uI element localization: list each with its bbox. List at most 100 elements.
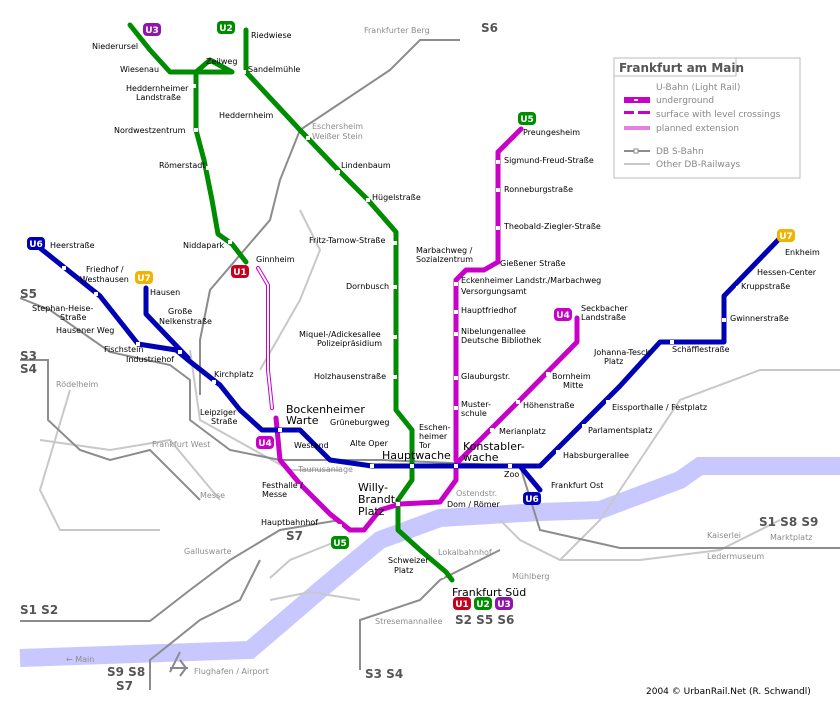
sbahn-line-label: S3 S4 bbox=[365, 667, 403, 681]
station-label: Fischstein bbox=[104, 345, 143, 354]
line-badge-label: U1 bbox=[233, 268, 247, 278]
station-label: Versorgungsamt bbox=[461, 287, 527, 296]
station-label: Große bbox=[168, 307, 192, 316]
line-badge-u6: U6 bbox=[523, 492, 541, 505]
legend: Frankfurt am Main U-Bahn (Light Rail) un… bbox=[613, 57, 801, 179]
line-badge-label: U2 bbox=[219, 24, 233, 34]
line-badge-u5: U5 bbox=[518, 112, 536, 125]
station-label-major: wache bbox=[463, 451, 499, 464]
station-label: Leipziger bbox=[200, 408, 237, 417]
station-label: Fritz-Tarnow-Straße bbox=[309, 236, 385, 245]
station-label-major: Platz bbox=[358, 505, 385, 518]
station-label: Heddernheimer bbox=[126, 84, 189, 93]
station-label: Zeilweg bbox=[206, 57, 237, 66]
line-badge-label: U5 bbox=[520, 115, 534, 125]
station-label: Sigmund-Freud-Straße bbox=[504, 156, 594, 165]
line-badge-u2: U2 bbox=[474, 597, 492, 610]
station-label: Miquel-/Adickesallee bbox=[299, 330, 381, 339]
line-badge-label: U3 bbox=[145, 26, 159, 36]
station-label: Platz bbox=[604, 357, 623, 366]
station-label: Platz bbox=[394, 566, 413, 575]
station-label: Ginnheim bbox=[256, 255, 295, 264]
station-label: Niederursel bbox=[92, 42, 138, 51]
db-station-label: Frankfurter Berg bbox=[364, 26, 430, 35]
station-label: Straße bbox=[60, 313, 86, 322]
station-label: Niddapark bbox=[183, 241, 225, 250]
db-station-label: Weißer Stein bbox=[312, 132, 363, 141]
station-label: Höhenstraße bbox=[523, 401, 575, 410]
station-label: Westhausen bbox=[80, 275, 129, 284]
station-label-major: Willy- bbox=[358, 481, 388, 494]
line-badge-u5: U5 bbox=[331, 536, 349, 549]
db-station-label: Taunusanlage bbox=[297, 465, 353, 474]
station-label: Dornbusch bbox=[346, 282, 389, 291]
station-label: Gießener Straße bbox=[500, 259, 566, 268]
station-label: Schweizer bbox=[388, 556, 429, 565]
station-label: Landstraße bbox=[581, 313, 626, 322]
station-label: Industriehof bbox=[126, 355, 174, 364]
db-station-label: Eschersheim bbox=[312, 122, 363, 131]
db-station-label: Messe bbox=[200, 491, 225, 500]
db-station-label: Ostendstr. bbox=[456, 489, 497, 498]
station-label: Nordwestzentrum bbox=[114, 126, 186, 135]
station-label: schule bbox=[461, 409, 487, 418]
line-badge-u3: U3 bbox=[143, 23, 161, 36]
station-label: Mitte bbox=[563, 381, 583, 390]
legend-title: Frankfurt am Main bbox=[619, 61, 744, 75]
line-badge-label: U7 bbox=[137, 274, 151, 284]
line-badge-u4: U4 bbox=[256, 436, 274, 449]
sbahn-line-label: S6 bbox=[481, 21, 498, 35]
legend-item-underground: underground bbox=[656, 96, 714, 106]
legend-item-other: Other DB-Railways bbox=[656, 160, 741, 170]
line-badge-u4: U4 bbox=[554, 308, 572, 321]
station-label: Ronneburgstraße bbox=[504, 185, 573, 194]
station-label-major: Konstabler- bbox=[463, 440, 525, 453]
line-badge-label: U5 bbox=[333, 539, 347, 549]
db-station-label: Flughafen / Airport bbox=[194, 667, 269, 676]
station-label: Kruppstraße bbox=[741, 282, 790, 291]
line-badge-label: U2 bbox=[476, 600, 490, 610]
station-label: Frankfurt Ost bbox=[551, 481, 603, 490]
sbahn-line-label: S1 S2 bbox=[20, 603, 58, 617]
station-label: Hauptbahnhof bbox=[261, 518, 318, 527]
station-label: Holzhausenstraße bbox=[314, 372, 386, 381]
line-badge-u3: U3 bbox=[495, 597, 513, 610]
db-station-label: Ledermuseum bbox=[707, 552, 764, 561]
legend-item-planned: planned extension bbox=[656, 124, 739, 134]
station-label: Lindenbaum bbox=[341, 161, 391, 170]
db-station-label: Rödelheim bbox=[56, 380, 99, 389]
station-label: Enkheim bbox=[785, 248, 820, 257]
station-label: Seckbacher bbox=[581, 304, 628, 313]
sbahn-line-label: S4 bbox=[20, 362, 37, 376]
db-station-label: Kaiserlei bbox=[707, 531, 741, 540]
line-badge-u6: U6 bbox=[27, 237, 45, 250]
line-badge-label: U4 bbox=[556, 311, 570, 321]
station-label: Polizeipräsidium bbox=[317, 339, 382, 348]
station-label: Riedwiese bbox=[251, 31, 292, 40]
station-label: Alte Oper bbox=[350, 439, 389, 448]
db-station-label: Frankfurt West bbox=[152, 440, 210, 449]
station-label: Grüneburgweg bbox=[330, 418, 389, 427]
station-label: Eschen- bbox=[419, 423, 451, 432]
station-label: Festhalle / bbox=[262, 481, 303, 490]
station-label: Johanna-Tesch- bbox=[593, 348, 654, 357]
station-label: Eissporthalle / Festplatz bbox=[612, 403, 707, 412]
sbahn-line-label: S3 bbox=[20, 349, 37, 363]
station-label: Hügelstraße bbox=[372, 193, 421, 202]
sbahn-line-label: S1 S8 S9 bbox=[759, 515, 818, 529]
station-label: Sandelmühle bbox=[248, 65, 300, 74]
station-label: Sozialzentrum bbox=[416, 255, 473, 264]
sbahn-line-label: S9 S8 bbox=[107, 665, 145, 679]
line-u7-hausen bbox=[143, 285, 191, 361]
sbahn-line-label: S7 bbox=[116, 679, 133, 693]
db-station-label: ← Main bbox=[66, 655, 94, 664]
station-label: Deutsche Bibliothek bbox=[461, 336, 542, 345]
station-label: Kirchplatz bbox=[214, 370, 254, 379]
line-u6-u7-main bbox=[37, 235, 783, 469]
db-station-label: Stresemannallee bbox=[375, 617, 442, 626]
credit: 2004 © UrbanRail.Net (R. Schwandl) bbox=[646, 687, 811, 697]
station-label: Straße bbox=[211, 417, 237, 426]
